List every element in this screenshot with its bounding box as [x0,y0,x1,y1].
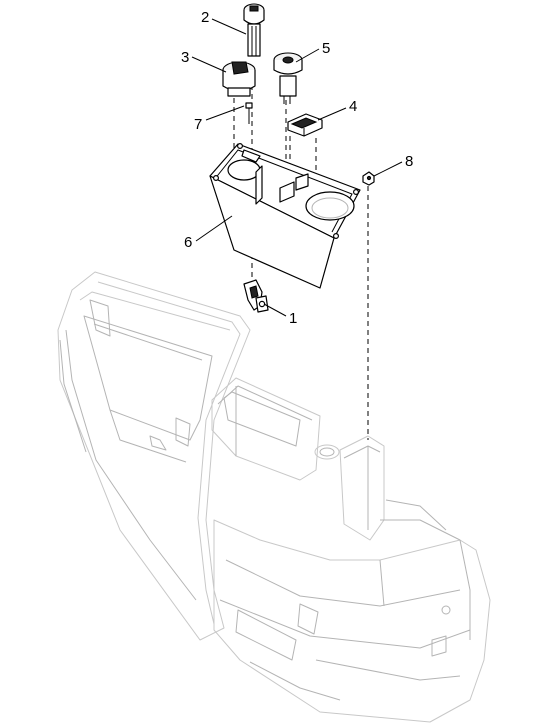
leader-lines [191,18,403,317]
part-7-bolt [245,102,253,124]
part-2-key-switch [243,3,265,57]
part-3-rotary-switch [222,61,256,97]
callouts: 2 3 5 4 7 8 6 1 [181,9,413,327]
callout-3: 3 [181,49,189,66]
callout-2: 2 [201,9,209,26]
part-5-switch [273,52,303,104]
callout-7: 7 [194,116,202,133]
callout-1: 1 [289,310,297,327]
callout-5: 5 [322,40,330,57]
console-housing [57,271,491,723]
callout-8: 8 [405,153,413,170]
callout-4: 4 [349,98,357,115]
part-6-control-box [209,143,361,289]
part-4-rocker-switch [287,113,323,137]
callout-6: 6 [184,234,192,251]
part-8-nut [362,171,375,186]
part-1-bracket [243,279,269,313]
